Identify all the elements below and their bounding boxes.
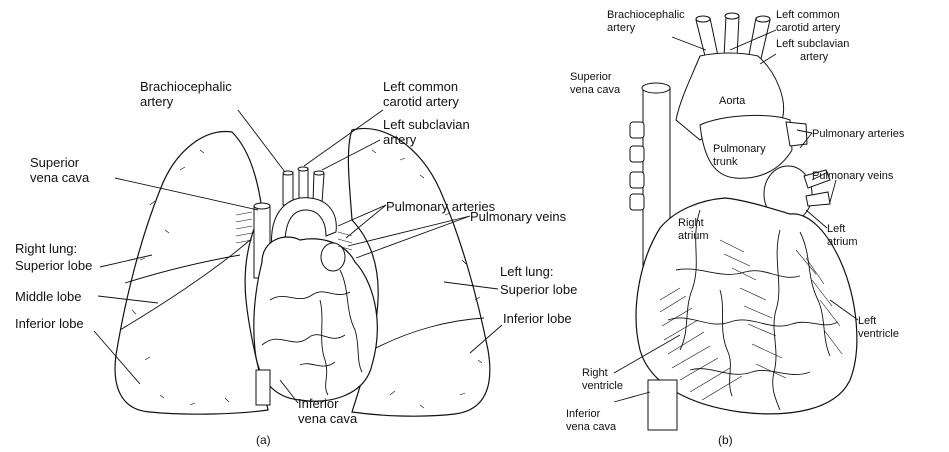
label-right-lung-1: Right lung: <box>15 241 77 256</box>
label-left-subclavian-b-2: artery <box>800 51 829 63</box>
label-left-common-carotid-b-2: carotid artery <box>776 22 841 34</box>
vessel-opening <box>725 13 739 19</box>
label-left-subclavian-b-1: Left subclavian <box>776 38 849 50</box>
label-pulmonary-veins-a: Pulmonary veins <box>470 209 567 224</box>
label-left-subclavian-a-1: Left subclavian <box>383 117 470 132</box>
right-pulmonary-vein-stub <box>630 172 644 188</box>
label-pulmonary-arteries-b: Pulmonary arteries <box>812 128 905 140</box>
label-pulmonary-veins-b: Pulmonary veins <box>812 170 894 182</box>
label-right-lung-2: Superior lobe <box>15 258 92 273</box>
right-pulmonary-vein-stub <box>630 146 644 162</box>
vessel-opening <box>298 167 308 171</box>
heart-a <box>254 237 377 401</box>
caption-b: (b) <box>718 433 733 447</box>
label-inferior-vena-cava-b-2: vena cava <box>566 421 617 433</box>
label-left-ventricle-1: Left <box>858 315 876 327</box>
label-left-atrium-1: Left <box>827 223 845 235</box>
label-pulmonary-trunk-2: trunk <box>713 156 738 168</box>
inferior-vena-cava-a <box>256 370 270 405</box>
label-left-ventricle-2: ventricle <box>858 328 899 340</box>
label-right-atrium-1: Right <box>678 217 704 229</box>
label-brachiocephalic-b-2: artery <box>607 22 636 34</box>
label-inferior-lobe-left: Inferior lobe <box>503 311 572 326</box>
vessel-opening <box>642 83 670 93</box>
label-left-common-carotid-a-1: Left common <box>383 79 458 94</box>
label-left-subclavian-a-2: artery <box>383 132 417 147</box>
vessel-opening <box>756 16 770 22</box>
label-pulmonary-trunk-1: Pulmonary <box>713 143 766 155</box>
right-lung <box>115 132 268 415</box>
label-inferior-vena-cava-a-2: vena cava <box>298 411 358 426</box>
label-inferior-lobe-right: Inferior lobe <box>15 316 84 331</box>
inferior-vena-cava-b <box>648 380 677 430</box>
label-left-common-carotid-a-2: carotid artery <box>383 94 459 109</box>
panel-b <box>630 13 857 430</box>
label-left-common-carotid-b-1: Left common <box>776 9 840 21</box>
label-superior-vena-cava-b-1: Superior <box>570 71 612 83</box>
label-right-ventricle-1: Right <box>582 367 608 379</box>
label-superior-vena-cava-a-2: vena cava <box>30 170 90 185</box>
right-pulmonary-vein-stub <box>630 194 644 210</box>
label-inferior-vena-cava-b-1: Inferior <box>566 408 601 420</box>
vessel-opening <box>314 171 324 175</box>
label-brachiocephalic-b-1: Brachiocephalic <box>607 9 685 21</box>
vessel-opening <box>254 203 270 209</box>
label-middle-lobe: Middle lobe <box>15 289 82 304</box>
label-superior-vena-cava-b-2: vena cava <box>570 84 621 96</box>
label-inferior-vena-cava-a-1: Inferior <box>298 396 339 411</box>
label-brachiocephalic-a-1: Brachiocephalic <box>140 79 232 94</box>
label-left-lung-2: Superior lobe <box>500 282 577 297</box>
right-pulmonary-vein-stub <box>630 122 644 138</box>
label-right-atrium-2: atrium <box>678 230 709 242</box>
pulmonary-artery-branch-b <box>786 122 807 146</box>
label-aorta-b: Aorta <box>719 95 746 107</box>
label-right-ventricle-2: ventricle <box>582 380 623 392</box>
label-left-lung-1: Left lung: <box>500 264 554 279</box>
vessel-opening <box>696 16 710 22</box>
left-common-carotid-vessel <box>299 168 308 200</box>
panel-a <box>115 128 490 416</box>
label-left-atrium-2: atrium <box>827 236 858 248</box>
caption-a: (a) <box>256 433 271 447</box>
label-brachiocephalic-a-2: artery <box>140 94 174 109</box>
label-superior-vena-cava-a-1: Superior <box>30 155 80 170</box>
left-common-carotid-vessel-b <box>724 16 739 58</box>
